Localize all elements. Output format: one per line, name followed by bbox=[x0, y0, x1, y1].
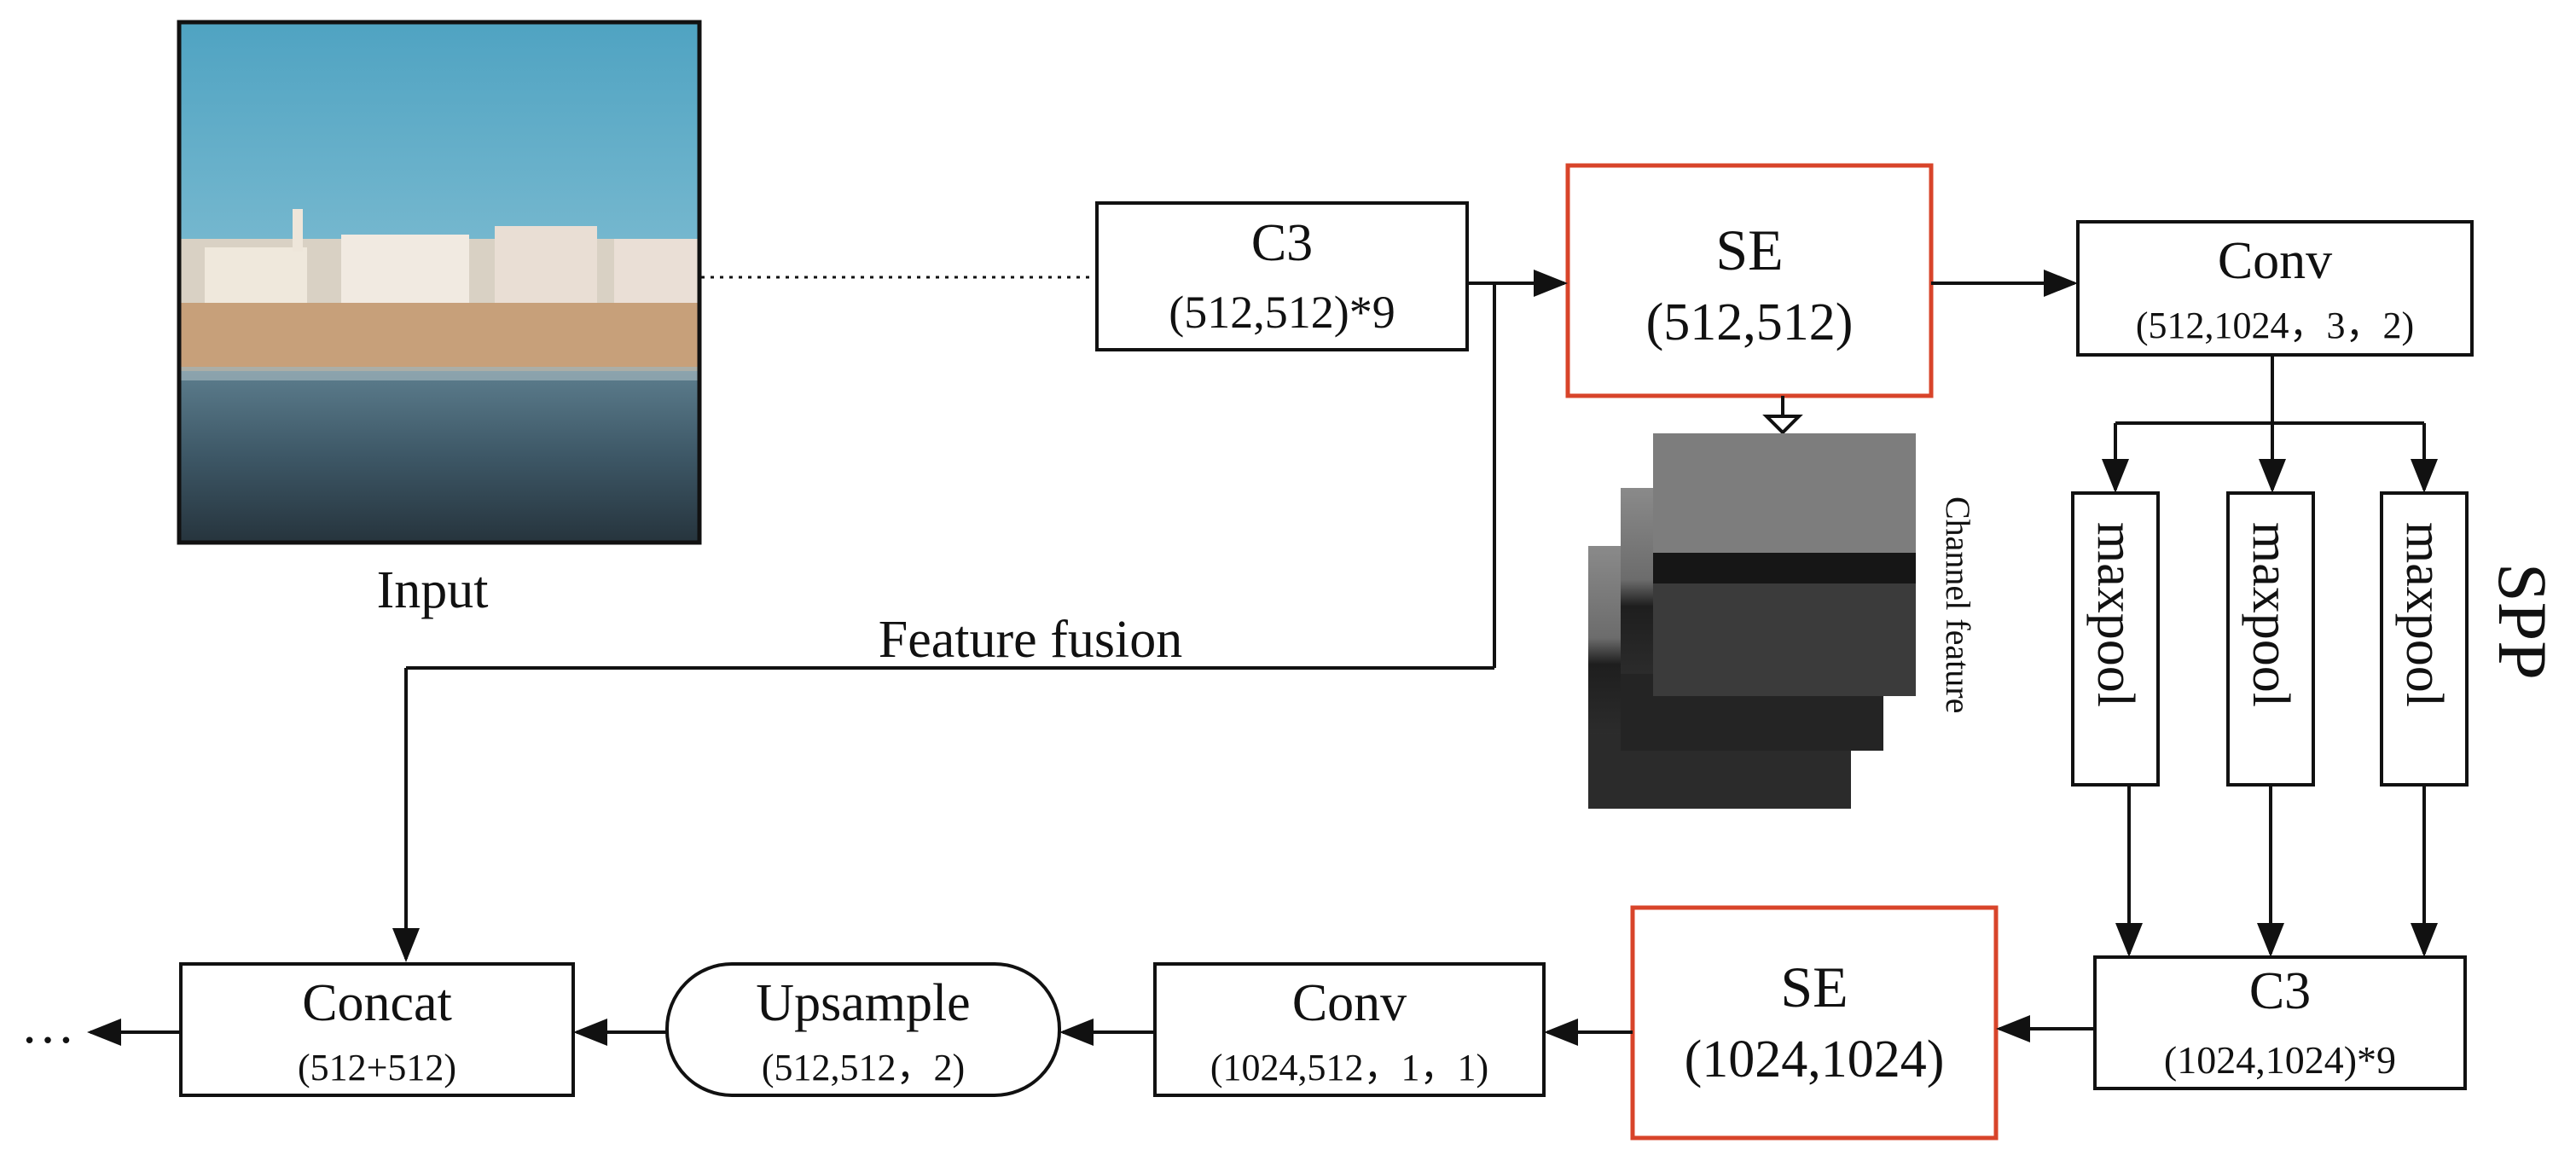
channel-feature-label: Channel feature bbox=[1939, 496, 1977, 713]
conv-top-title: Conv bbox=[2218, 232, 2332, 290]
se-bottom-block: SE (1024,1024) bbox=[1630, 905, 1999, 1141]
feature-fusion-label: Feature fusion bbox=[879, 611, 1182, 669]
spp-label: SPP bbox=[2484, 563, 2561, 680]
c3-bottom-block: C3 (1024,1024)*9 bbox=[2093, 955, 2467, 1090]
conv-bottom-params: (1024,512，1，1) bbox=[1210, 1047, 1488, 1088]
concat-title: Concat bbox=[302, 974, 452, 1032]
c3-top-block: C3 (512,512)*9 bbox=[1095, 201, 1469, 351]
channel-feature-maps bbox=[1588, 433, 1916, 809]
upsample-params: (512,512，2) bbox=[762, 1047, 965, 1088]
maxpool-label-3: maxpool bbox=[2395, 522, 2453, 707]
c3-top-title: C3 bbox=[1251, 214, 1313, 272]
se-bottom-title: SE bbox=[1780, 955, 1848, 1019]
concat-params: (512+512) bbox=[298, 1047, 456, 1088]
se-top-params: (512,512) bbox=[1646, 293, 1854, 351]
maxpool-label-1: maxpool bbox=[2086, 522, 2144, 707]
se-top-fill bbox=[1565, 163, 1934, 398]
maxpool-block-2: maxpool bbox=[2226, 491, 2315, 787]
input-label: Input bbox=[377, 561, 489, 619]
ellipsis-output: … bbox=[20, 994, 75, 1054]
conv-bottom-title: Conv bbox=[1292, 974, 1407, 1032]
c3-top-params: (512,512)*9 bbox=[1169, 287, 1395, 338]
maxpool-label-2: maxpool bbox=[2242, 522, 2300, 707]
upsample-block: Upsample (512,512，2) bbox=[665, 962, 1061, 1097]
maxpool-block-1: maxpool bbox=[2071, 491, 2160, 787]
conv-top-params: (512,1024，3，2) bbox=[2136, 305, 2414, 346]
se-top-title: SE bbox=[1715, 218, 1783, 282]
feature-fusion-path bbox=[392, 283, 1496, 962]
spp-split-lines bbox=[2102, 355, 2438, 493]
se-top-block: SE (512,512) bbox=[1565, 163, 1934, 398]
maxpool-to-c3-arrows bbox=[2115, 785, 2438, 957]
hollow-arrow-icon bbox=[1762, 415, 1803, 435]
maxpool-block-3: maxpool bbox=[2380, 491, 2469, 787]
upsample-title: Upsample bbox=[756, 974, 970, 1032]
se-bottom-params: (1024,1024) bbox=[1685, 1030, 1945, 1088]
conv-top-block: Conv (512,1024，3，2) bbox=[2076, 220, 2474, 357]
conv-bottom-block: Conv (1024,512，1，1) bbox=[1153, 962, 1546, 1097]
c3-bottom-params: (1024,1024)*9 bbox=[2164, 1038, 2396, 1082]
se-bottom-fill bbox=[1630, 905, 1999, 1141]
input-image bbox=[177, 20, 702, 545]
c3-bottom-title: C3 bbox=[2249, 962, 2311, 1020]
concat-block: Concat (512+512) bbox=[179, 962, 575, 1097]
